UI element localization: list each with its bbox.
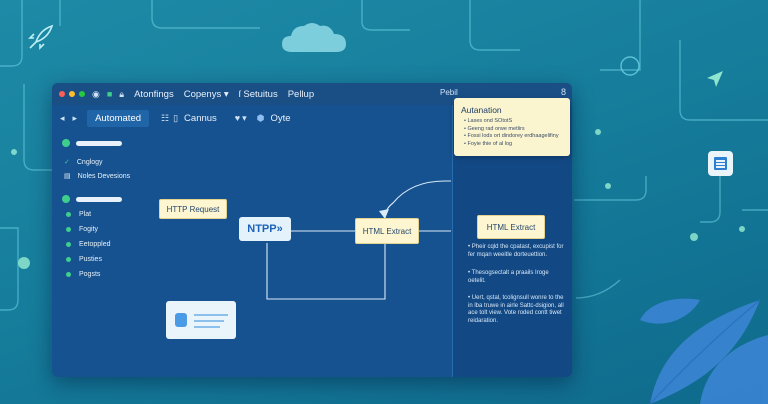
cloud-icon [282,23,346,52]
chevron-down-icon[interactable]: ▾ [242,112,247,123]
automation-popup: Autanation • Lases ond SOtotS • Geeng ra… [454,98,570,156]
back-arrow-icon[interactable]: ◂ [60,112,65,123]
dot-icon [66,212,71,217]
sidebar-item-fogity[interactable]: Fogity [66,226,98,233]
popup-item-text: Geeng rad orwe metlirs [467,125,525,132]
check-small-icon: ✓ [64,159,70,166]
flow-label[interactable]: Oyte [270,112,291,124]
data-card[interactable] [166,301,236,339]
panel-note-text: Pheir cqld the cpatast, excupist for fer… [468,244,564,258]
menu-item-pellup[interactable]: Pellup [287,88,315,100]
popup-list-item: • Fossi lods ort dindorey erdhaagelifiny [464,133,559,139]
dot-icon [66,227,71,232]
minimize-window-button[interactable] [69,91,75,97]
dot-icon [66,242,71,247]
database-icon [175,313,187,327]
placeholder-line [194,320,224,322]
title-bar: ◉ ■ 🔒︎ Atonfings Copenys ▾ ſ Setuitus Pe… [52,83,572,105]
sidebar-item-label: Cnglogy [76,158,103,166]
panel-note-text: Thesogsectalt a praails Iroge oetelit. [468,270,549,284]
popup-list: • Lases ond SOtotS • Geeng rad orwe metl… [464,118,559,148]
menu-item-setuitus[interactable]: ſ Setuitus [238,88,278,100]
panel-note-2: • Thesogsectalt a praails Iroge oetelit. [468,270,549,284]
sidebar-item-bar-2[interactable] [62,195,122,203]
html-extract-node-1[interactable]: HTML Extract [355,218,419,244]
dot-icon [66,257,71,262]
sidebar-item-plat[interactable]: Plat [66,211,91,218]
connection-lines [266,180,451,300]
placeholder-bar [76,140,122,146]
sidebar-item-label: Noles Devesions [77,172,131,180]
canvas-label[interactable]: Cannus [184,112,217,124]
close-window-button[interactable] [59,91,65,97]
heart-icon[interactable]: ♥ [234,113,241,123]
panel-close-button[interactable]: 8 [560,87,566,97]
toolbar: ◂ ▸ Automated ☷ ▯ Cannus ♥ ▾ ⬢ Oyte [52,105,452,131]
popup-list-item: • Lases ond SOtotS [464,118,513,124]
check-icon [62,139,70,147]
sidebar-item-pusties[interactable]: Pusties [66,256,102,263]
forward-arrow-icon[interactable]: ▸ [72,112,78,123]
panel-note-3: • Uert, qstal, tcolignsull wonre to the … [468,295,564,324]
popup-title: Autanation [461,105,502,115]
sidebar-item-label: Eetoppled [79,241,111,248]
sidebar-item-bar-1[interactable] [62,139,122,147]
popup-list-item: • Geeng rad orwe metlirs [464,125,525,132]
app-icon: ◉ [92,88,100,99]
document-small-icon: ▯ [173,112,179,123]
sidebar: ✓ Cnglogy ▤ Noles Devesions Plat Fogity Ee… [52,131,145,377]
lock-icon: 🔒︎ [119,88,125,99]
popup-list-item: • Foyie thie of al log [464,140,513,147]
grid-icon: ☷ [161,112,170,123]
popup-item-text: Fossi lods ort dindorey erdhaagelifiny [467,133,559,139]
panel-note-text: Uert, qstal, tcolignsull wonre to the in… [468,295,564,324]
popup-item-text: Lases ond SOtotS [467,118,513,124]
shield-icon: ⬢ [256,112,265,123]
sidebar-item-label: Plat [79,211,92,218]
paper-plane-icon [707,71,723,87]
status-square-icon: ■ [106,89,113,99]
rocket-icon [28,24,54,50]
sidebar-item-label: Fogity [79,226,99,233]
maximize-window-button[interactable] [79,91,85,97]
document-icon [708,151,733,176]
placeholder-line [194,314,228,316]
popup-item-text: Foyie thie of al log [467,140,513,147]
panel-title: Pebil [440,88,458,97]
menu-item-atonfings[interactable]: Atonfings [134,88,174,100]
sidebar-item-label: Pogsts [79,271,101,278]
placeholder-line [194,326,220,328]
html-extract-node-2[interactable]: HTML Extract [477,215,545,239]
check-icon [62,195,70,203]
sidebar-item-label: Pusties [79,256,102,263]
dot-icon [66,272,71,277]
workflow-canvas[interactable]: HTTP Request NTPP» HTML Extract [145,131,451,377]
panel-note-1: • Pheir cqld the cpatast, excupist for f… [468,244,564,258]
menu-item-copenys[interactable]: Copenys ▾ [183,88,229,100]
sidebar-item-pogsts[interactable]: Pogsts [66,271,100,278]
tab-automated[interactable]: Automated [87,109,150,127]
folder-icon: ▤ [64,173,71,180]
http-request-node[interactable]: HTTP Request [159,199,227,219]
sidebar-item-eetoppled[interactable]: Eetoppled [66,241,111,248]
placeholder-bar [76,196,122,202]
ntpp-node[interactable]: NTPP» [239,217,291,241]
sidebar-item-noles-devesions[interactable]: ▤ Noles Devesions [64,172,131,181]
sidebar-item-cnglogy[interactable]: ✓ Cnglogy [64,158,103,167]
